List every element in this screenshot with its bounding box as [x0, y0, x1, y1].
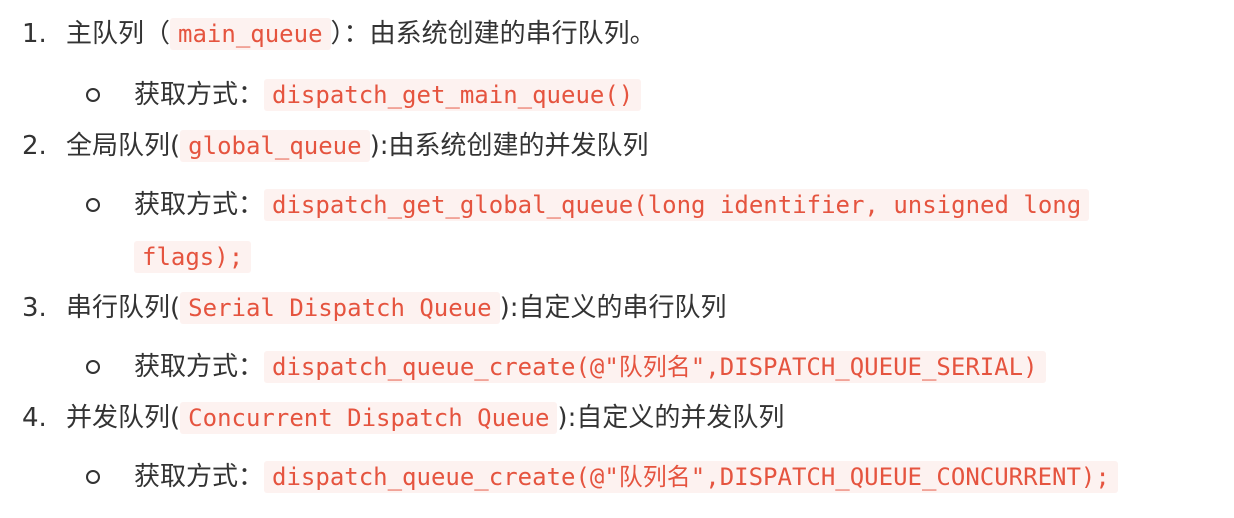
separator: ：	[343, 19, 370, 49]
method-code: dispatch_queue_create(@"队列名",DISPATCH_QU…	[264, 461, 1118, 493]
item-title: 全局队列	[66, 131, 171, 161]
list-item-text: 全局队列(global_queue):由系统创建的并发队列	[66, 126, 649, 166]
method-label: 获取方式：	[134, 190, 265, 220]
inline-code: global_queue	[180, 130, 370, 162]
method-code-line-2: flags);	[134, 241, 252, 273]
sub-item-text: 获取方式：dispatch_queue_create(@"队列名",DISPAT…	[134, 457, 1118, 497]
list-item-text: 主队列（main_queue）：由系统创建的串行队列。	[66, 14, 656, 54]
separator: :	[379, 131, 389, 161]
method-code: dispatch_get_main_queue()	[264, 79, 642, 111]
paren-close: )	[557, 403, 568, 433]
list-number: 3.	[22, 293, 47, 323]
list-number: 4.	[22, 403, 47, 433]
paren-open: (	[170, 131, 181, 161]
item-description: 由系统创建的串行队列。	[369, 19, 656, 49]
paren-close: ）	[330, 19, 344, 49]
list-item-text: 串行队列(Serial Dispatch Queue):自定义的串行队列	[66, 288, 727, 328]
circle-bullet-icon	[86, 360, 100, 374]
method-code: dispatch_queue_create(@"队列名",DISPATCH_QU…	[264, 351, 1046, 383]
item-description: 自定义的并发队列	[576, 403, 785, 433]
circle-bullet-icon	[86, 198, 100, 212]
method-label: 获取方式：	[134, 352, 265, 382]
method-label: 获取方式：	[134, 80, 265, 110]
inline-code: main_queue	[170, 18, 331, 50]
circle-bullet-icon	[86, 88, 100, 102]
list-item-text: 并发队列(Concurrent Dispatch Queue):自定义的并发队列	[66, 398, 784, 438]
list-number: 2.	[22, 131, 47, 161]
item-title: 串行队列	[66, 293, 171, 323]
paren-close: )	[369, 131, 380, 161]
item-description: 由系统创建的并发队列	[388, 131, 649, 161]
circle-bullet-icon	[86, 470, 100, 484]
item-description: 自定义的串行队列	[518, 293, 727, 323]
paren-open: （	[144, 19, 171, 49]
sub-item-text: 获取方式：dispatch_queue_create(@"队列名",DISPAT…	[134, 347, 1046, 387]
method-label: 获取方式：	[134, 462, 265, 492]
item-title: 并发队列	[66, 403, 171, 433]
sub-item-text: 获取方式：dispatch_get_main_queue()	[134, 75, 642, 115]
inline-code: Concurrent Dispatch Queue	[180, 402, 558, 434]
method-code-line-1: dispatch_get_global_queue(long identifie…	[264, 189, 1090, 221]
list-number: 1.	[22, 19, 47, 49]
separator: :	[567, 403, 577, 433]
inline-code: Serial Dispatch Queue	[180, 292, 500, 324]
paren-close: )	[499, 293, 510, 323]
sub-item-text-continuation: flags);	[134, 237, 252, 277]
sub-item-text: 获取方式：dispatch_get_global_queue(long iden…	[134, 185, 1090, 225]
item-title: 主队列	[66, 19, 145, 49]
paren-open: (	[170, 293, 181, 323]
paren-open: (	[170, 403, 181, 433]
separator: :	[509, 293, 519, 323]
